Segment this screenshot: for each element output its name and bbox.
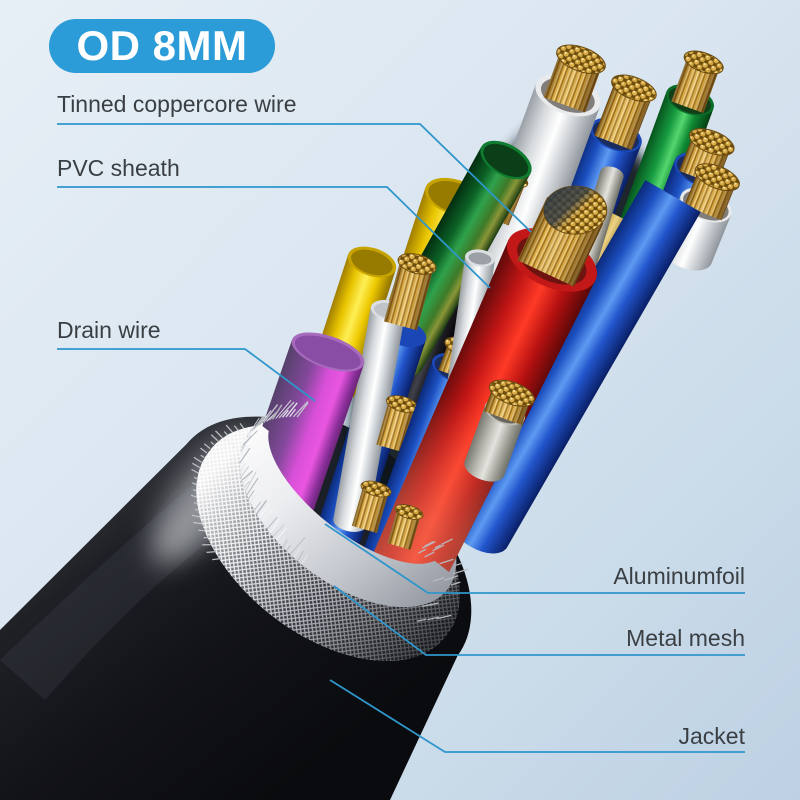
svg-text:Aluminumfoil: Aluminumfoil bbox=[613, 563, 745, 589]
svg-text:Drain wire: Drain wire bbox=[57, 317, 161, 343]
svg-text:Metal mesh: Metal mesh bbox=[626, 625, 745, 651]
svg-text:OD 8MM: OD 8MM bbox=[77, 22, 248, 69]
svg-text:PVC sheath: PVC sheath bbox=[57, 155, 180, 181]
svg-text:Tinned coppercore wire: Tinned coppercore wire bbox=[57, 91, 297, 117]
svg-text:Jacket: Jacket bbox=[679, 723, 746, 749]
